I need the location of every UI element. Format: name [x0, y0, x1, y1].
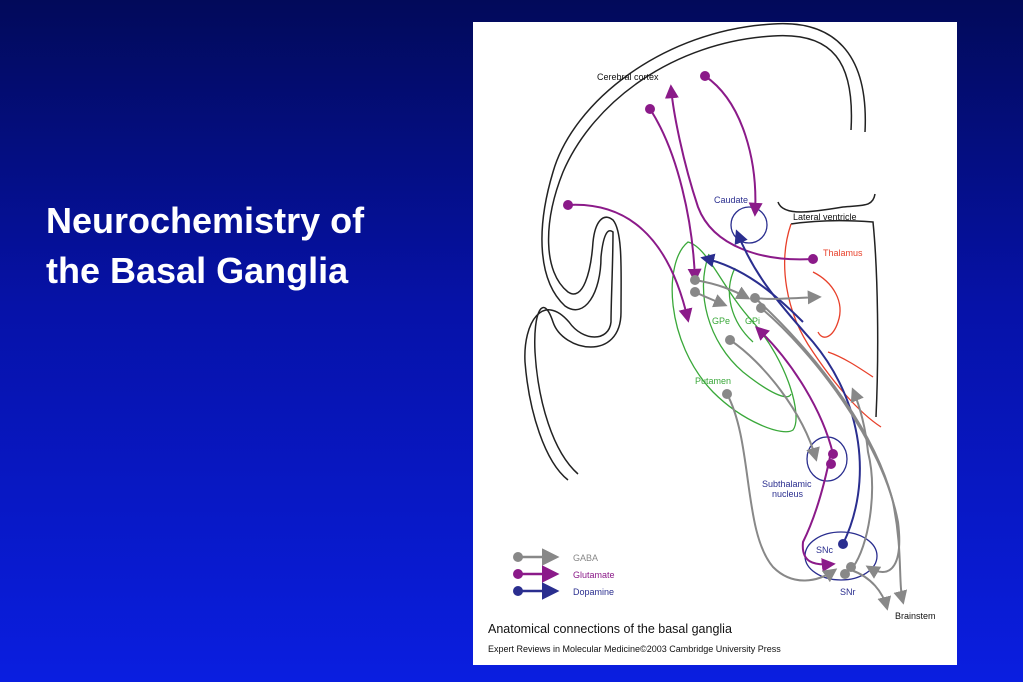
slide-title-line2: the Basal Ganglia [46, 250, 349, 291]
label-subthalamic-line1: Subthalamic [762, 479, 812, 489]
label-snr: SNr [840, 587, 856, 597]
putamen-outline [671, 241, 797, 433]
legend-item-dopamine: Dopamine [513, 582, 614, 600]
label-cerebral-cortex: Cerebral cortex [597, 72, 659, 82]
figure-credit: Expert Reviews in Molecular Medicine©200… [488, 644, 781, 654]
gaba-dots [690, 275, 856, 579]
cortex-outline [524, 22, 867, 481]
lateral-ventricle-outline [777, 193, 879, 418]
figure-panel: Cerebral cortex Caudate Lateral ventricl… [473, 22, 957, 665]
slide-title: Neurochemistry of the Basal Ganglia [46, 196, 446, 296]
legend-label-dopamine: Dopamine [573, 587, 614, 597]
slide-title-line1: Neurochemistry of [46, 200, 365, 241]
label-subthalamic-line2: nucleus [772, 489, 804, 499]
caudate-nucleus [730, 206, 768, 244]
label-gpe: GPe [712, 316, 730, 326]
legend-item-glutamate: Glutamate [513, 565, 615, 583]
label-gpi: GPi [745, 316, 760, 326]
legend: GABA Glutamate Dopamine [513, 548, 615, 600]
legend-label-gaba: GABA [573, 553, 598, 563]
label-putamen: Putamen [695, 376, 731, 386]
basal-ganglia-diagram: Cerebral cortex Caudate Lateral ventricl… [513, 22, 936, 621]
dopamine-dot [838, 539, 848, 549]
glutamate-pathways [567, 75, 836, 573]
label-thalamus: Thalamus [823, 248, 863, 258]
label-snc: SNc [816, 545, 834, 555]
dopamine-pathways [700, 229, 861, 545]
label-lateral-ventricle: Lateral ventricle [793, 212, 857, 222]
legend-label-glutamate: Glutamate [573, 570, 615, 580]
legend-item-gaba: GABA [513, 548, 598, 566]
glutamate-dots [563, 71, 838, 469]
gaba-pathways [694, 279, 908, 611]
label-brainstem: Brainstem [895, 611, 936, 621]
figure-caption: Anatomical connections of the basal gang… [488, 622, 732, 636]
label-caudate: Caudate [714, 195, 748, 205]
